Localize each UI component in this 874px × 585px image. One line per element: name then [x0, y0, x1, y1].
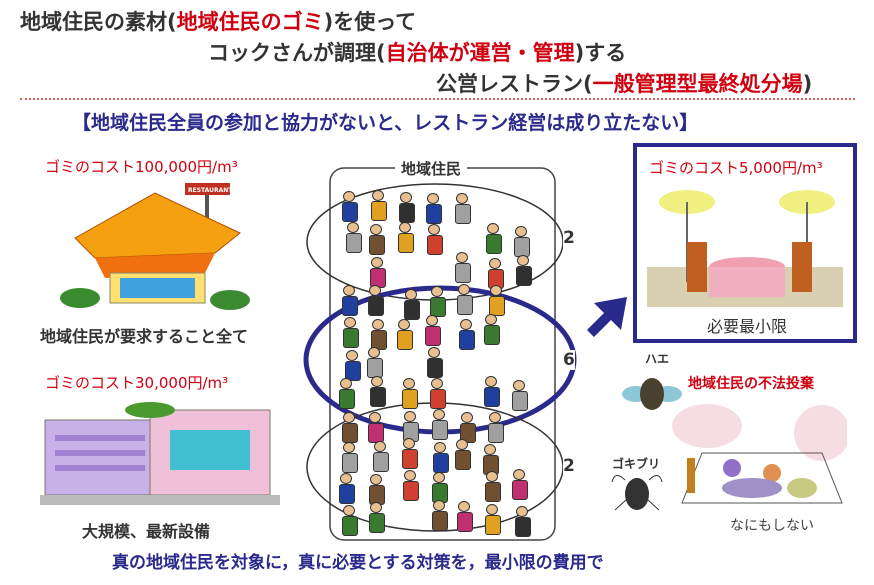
resident-figure	[488, 411, 505, 443]
box-caption: 必要最小限	[707, 317, 788, 336]
resident-figure	[485, 223, 502, 255]
resident-figure	[515, 254, 532, 286]
resident-figure	[485, 471, 501, 503]
highlight: 一般管理型最終処分場	[592, 72, 803, 96]
resident-figure	[368, 502, 385, 534]
resident-figure	[455, 193, 472, 225]
resident-figure	[513, 226, 530, 258]
cafe-illustration	[647, 190, 843, 307]
resident-figure	[484, 314, 501, 346]
resident-figure	[338, 378, 355, 410]
divider	[20, 98, 855, 100]
bottom-cost: ゴミのコスト30,000円/m³	[45, 374, 229, 392]
resident-figure	[484, 503, 501, 535]
resident-figure	[342, 190, 359, 222]
illegal-dumping-illustration	[672, 404, 847, 504]
resident-figure	[403, 411, 420, 443]
resident-figure	[456, 501, 473, 533]
resident-figure	[401, 438, 418, 470]
arrow-icon	[587, 297, 627, 337]
text: )	[802, 72, 813, 96]
dumping-label: 地域住民の不法投棄	[688, 376, 814, 392]
restaurant-illustration: RESTAURANT	[60, 183, 250, 310]
text: )を使って	[323, 10, 417, 34]
resident-figure	[371, 190, 388, 222]
resident-figure	[515, 505, 532, 537]
facility-illustration	[40, 402, 280, 505]
footer-text: 真の地域住民を対象に，真に必要とする対策を，最小限の費用で	[112, 553, 604, 573]
resident-figure	[342, 316, 359, 348]
subtitle: 【地域住民全員の参加と協力がないと、レストラン経営は成り立たない】	[72, 112, 699, 134]
title-line-3: 公営レストラン(一般管理型最終処分場)	[436, 68, 812, 98]
highlight: 地域住民のゴミ	[176, 10, 324, 34]
resident-figure	[369, 474, 386, 506]
resident-figure	[342, 412, 359, 444]
resident-figure	[368, 284, 385, 316]
resident-figure	[370, 256, 387, 288]
resident-figure	[426, 224, 443, 256]
resident-figure	[403, 288, 420, 320]
resident-figure	[344, 350, 361, 382]
group-count-bottom: 2	[563, 456, 575, 476]
resident-figure	[456, 284, 473, 316]
resident-figure	[426, 346, 443, 378]
resident-figure	[402, 470, 419, 502]
resident-figure	[339, 472, 356, 504]
bottom-caption: 大規模、最新設備	[82, 522, 211, 541]
resident-figure	[367, 346, 384, 378]
resident-figure	[430, 377, 447, 409]
fly-label: ハエ	[645, 352, 670, 366]
resident-figure	[488, 257, 505, 289]
resident-figure	[367, 412, 384, 444]
resident-figure	[432, 441, 449, 473]
residents-label: 地域住民	[395, 158, 468, 179]
resident-figure	[483, 376, 500, 408]
resident-figure	[397, 318, 413, 350]
minimal-box: ゴミのコスト5,000円/m³ 必要最小限	[633, 143, 857, 343]
resident-figure	[373, 441, 390, 472]
resident-figure	[425, 314, 442, 346]
resident-figure	[425, 192, 442, 224]
text: 地域住民の素材(	[20, 10, 177, 34]
text: )する	[574, 41, 627, 65]
resident-figure	[483, 443, 500, 475]
resident-figure	[370, 376, 387, 408]
cockroach-label: ゴキブリ	[612, 457, 661, 471]
resident-figure	[431, 500, 448, 532]
resident-figure	[398, 222, 415, 254]
resident-figure	[342, 441, 359, 473]
resident-figure	[430, 286, 447, 318]
resident-figure	[368, 223, 385, 255]
resident-figure	[455, 439, 472, 471]
resident-figure	[488, 284, 505, 316]
resident-figure	[460, 412, 477, 444]
resident-figure	[345, 221, 362, 253]
sign-text: RESTAURANT	[188, 187, 233, 194]
resident-figure	[401, 378, 418, 410]
fly-icon	[622, 378, 682, 410]
top-cost: ゴミのコスト100,000円/m³	[45, 158, 238, 176]
top-caption: 地域住民が要求すること全て	[40, 327, 249, 346]
resident-figure	[454, 252, 471, 284]
resident-figure	[370, 319, 387, 351]
box-cost: ゴミのコスト5,000円/m³	[649, 159, 823, 177]
resident-figure	[399, 191, 416, 223]
resident-figure	[342, 505, 359, 537]
resident-figure	[341, 284, 358, 316]
nothing-label: なにもしない	[730, 518, 814, 534]
cockroach-icon	[611, 475, 663, 511]
title-line-1: 地域住民の素材(地域住民のゴミ)を使って	[20, 6, 416, 36]
resident-figure	[432, 409, 449, 441]
title-line-2: コックさんが調理(自治体が運営・管理)する	[208, 37, 626, 67]
text: コックさんが調理(	[208, 41, 386, 65]
resident-figure	[512, 469, 529, 501]
resident-figure	[432, 472, 449, 504]
resident-figure	[512, 379, 529, 411]
highlight: 自治体が運営・管理	[385, 41, 575, 65]
resident-figure	[459, 319, 476, 351]
text: 公営レストラン(	[436, 72, 593, 96]
group-count-middle: 6	[563, 350, 575, 370]
group-count-top: 2	[563, 228, 575, 248]
sign-icon	[185, 183, 230, 195]
